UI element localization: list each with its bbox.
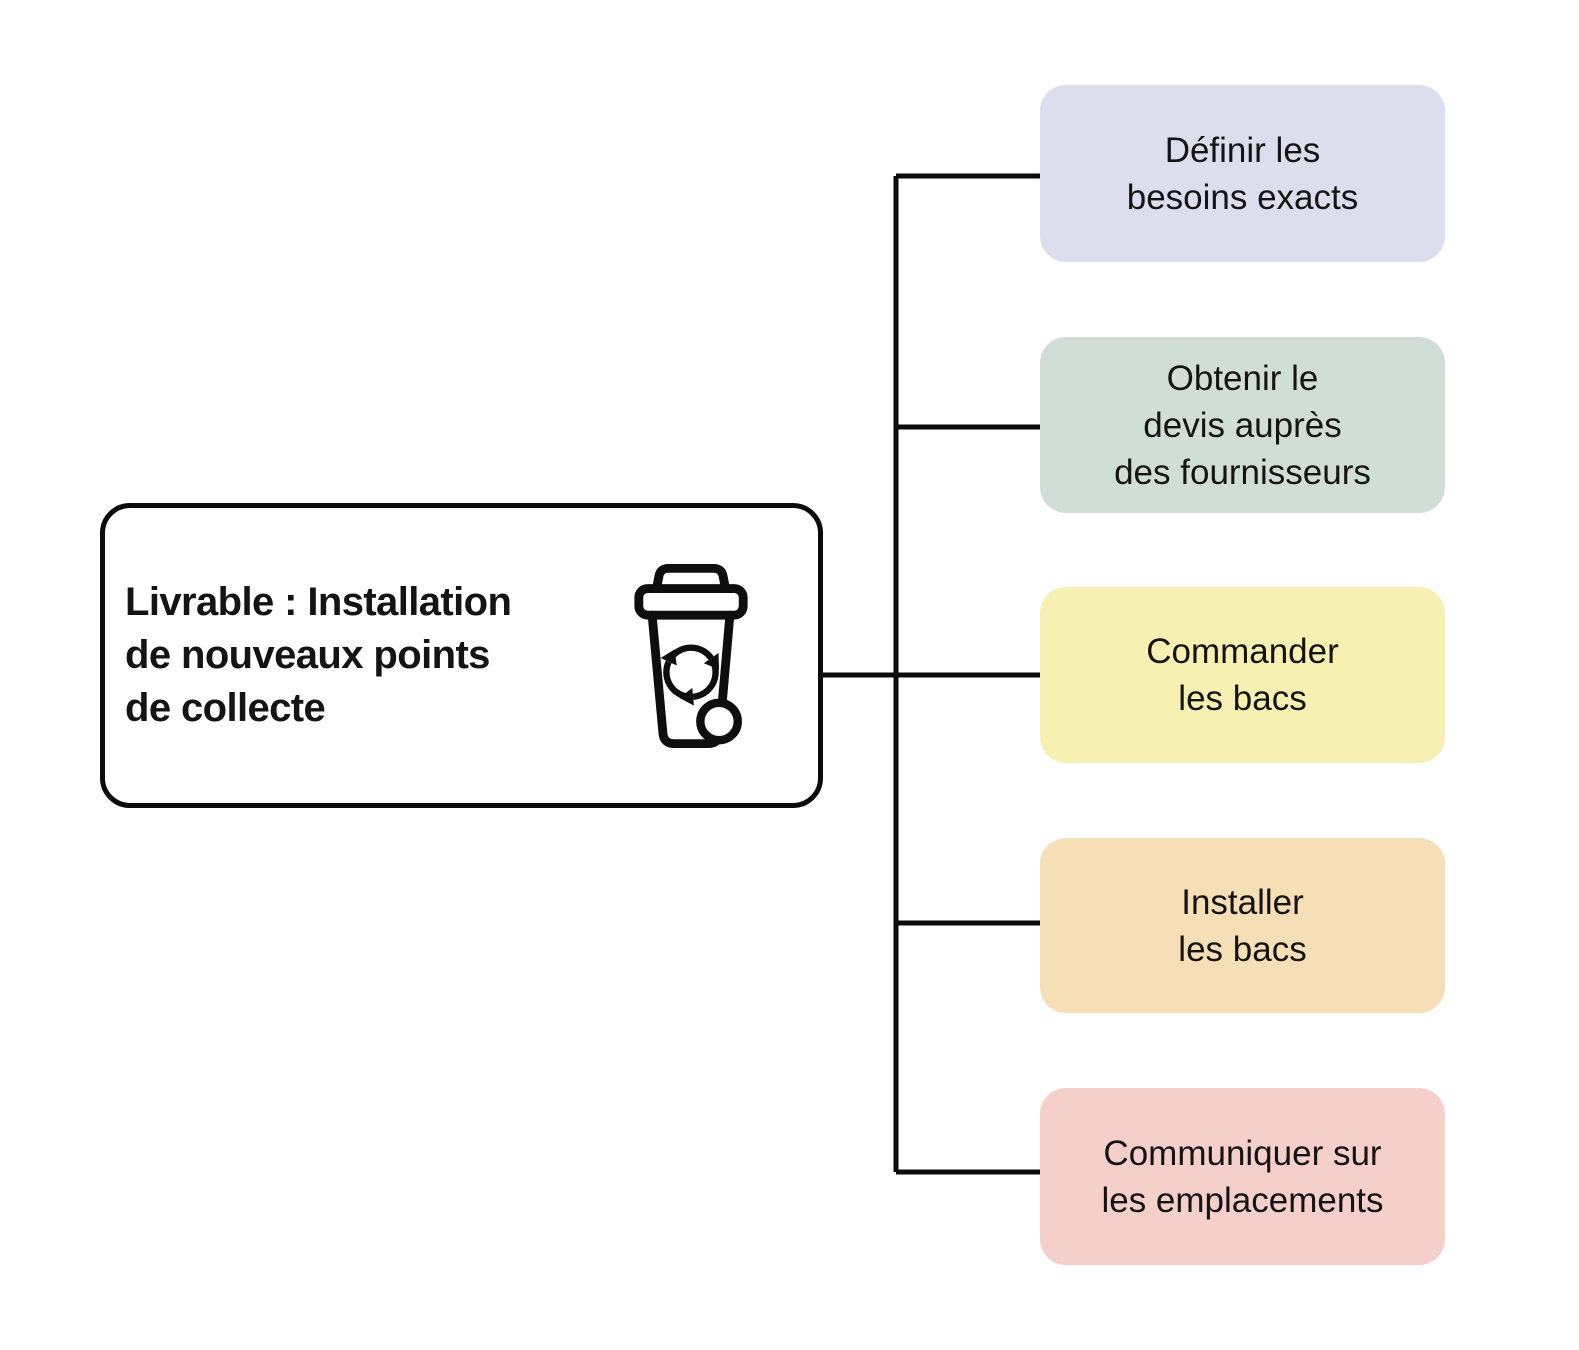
root-deliverable-card[interactable]: Livrable : Installation de nouveaux poin… (100, 503, 823, 808)
task-label-line: des fournisseurs (1114, 452, 1371, 492)
task-card-communiquer-emplacements[interactable]: Communiquer sur les emplacements (1040, 1088, 1445, 1265)
task-label-line: les bacs (1178, 679, 1307, 718)
recycle-arrows (656, 643, 723, 708)
task-label-line: besoins exacts (1126, 177, 1359, 217)
root-deliverable-label: Livrable : Installation de nouveaux poin… (125, 576, 512, 735)
task-card-obtenir-devis[interactable]: Obtenir le devis auprès des fournisseurs (1040, 337, 1445, 513)
task-label-line: les emplacements (1101, 1180, 1384, 1220)
task-card-commander-bacs[interactable]: Commander les bacs (1040, 587, 1445, 763)
task-label-line: Communiquer sur (1103, 1133, 1382, 1173)
task-label-line: Installer (1181, 882, 1304, 922)
task-card-definir-besoins[interactable]: Définir les besoins exacts (1040, 85, 1445, 262)
task-label-line: devis auprès (1143, 405, 1342, 445)
root-label-line-2: de nouveaux points (125, 633, 490, 677)
task-label-line: Obtenir le (1166, 358, 1319, 398)
bin-lid-bar (634, 583, 748, 620)
recycling-bin-icon (634, 563, 748, 748)
root-label-line-1: Livrable : Installation (125, 580, 512, 624)
task-card-installer-bacs[interactable]: Installer les bacs (1040, 838, 1445, 1013)
task-label-line: Définir les (1164, 130, 1321, 170)
bin-wheel (696, 698, 742, 744)
bin-lid-cap (652, 563, 730, 593)
task-label-line: Commander (1146, 632, 1339, 671)
root-label-line-3: de collecte (125, 686, 326, 730)
task-label-line: les bacs (1178, 929, 1307, 969)
